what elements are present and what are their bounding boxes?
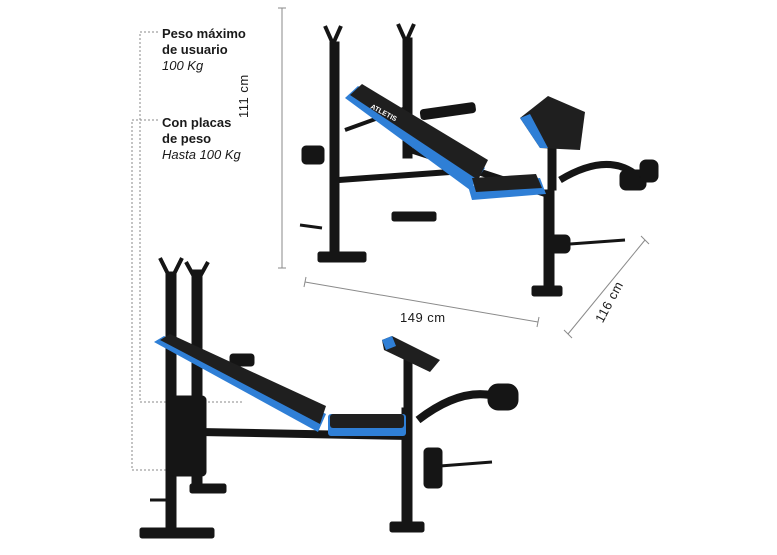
length-dimension-label: 149 cm: [400, 310, 446, 325]
max-weight-label-line2: de usuario: [162, 42, 228, 57]
plates-value: Hasta 100 Kg: [162, 147, 241, 162]
max-weight-value: 100 Kg: [162, 58, 204, 73]
plates-label-line1: Con placas: [162, 115, 232, 130]
max-weight-spec: Peso máximo de usuario 100 Kg: [162, 26, 246, 74]
max-weight-label-line1: Peso máximo: [162, 26, 246, 41]
plates-spec: Con placas de peso Hasta 100 Kg: [162, 115, 241, 163]
plates-label-line2: de peso: [162, 131, 212, 146]
